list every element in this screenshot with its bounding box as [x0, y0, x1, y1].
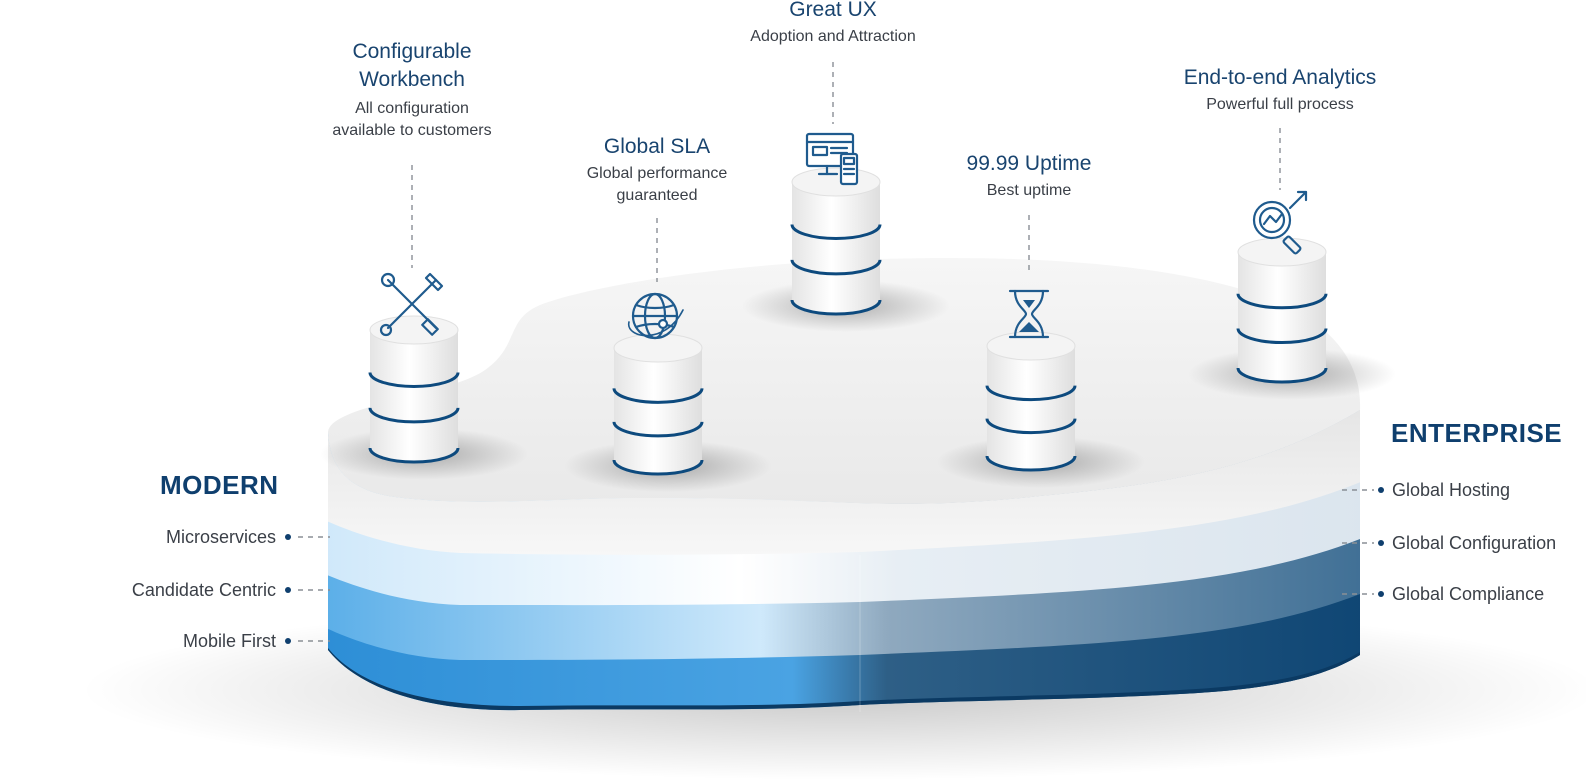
- database-cylinder: [742, 167, 950, 332]
- feature-subtitle: Powerful full process: [1206, 96, 1354, 113]
- feature-subtitle: Global performance guaranteed: [586, 165, 728, 204]
- database-cylinder: [937, 331, 1145, 488]
- feature-uptime: 99.99 Uptime Best uptime: [929, 150, 1129, 202]
- feature-analytics: End-to-end Analytics Powerful full proce…: [1160, 64, 1400, 116]
- feature-subtitle: Best uptime: [986, 182, 1072, 199]
- database-cylinder: [320, 315, 528, 480]
- database-cylinder: [1188, 237, 1396, 400]
- feature-title: End-to-end Analytics: [1183, 66, 1377, 89]
- connector-lines: [298, 62, 1374, 642]
- modern-item: Candidate Centric: [131, 580, 276, 600]
- feature-great-ux: Great UX Adoption and Attraction: [713, 0, 953, 48]
- enterprise-item: Global Configuration: [1392, 533, 1557, 553]
- modern-item: Mobile First: [182, 631, 276, 651]
- feature-title: Global SLA: [603, 135, 711, 158]
- cylinder-group: [320, 167, 1396, 492]
- devices-icon: [805, 132, 859, 186]
- feature-subtitle: Adoption and Attraction: [750, 28, 916, 45]
- globe-icon: [628, 292, 684, 340]
- tools-icon: [379, 272, 444, 337]
- enterprise-item: Global Hosting: [1392, 480, 1511, 500]
- feature-configurable-workbench: Configurable Workbench All configuration…: [312, 38, 512, 142]
- feature-title: Great UX: [789, 0, 877, 21]
- modern-item: Microservices: [165, 527, 276, 547]
- modern-title: MODERN: [160, 470, 279, 500]
- connector-dots: [285, 487, 1384, 644]
- feature-global-sla: Global SLA Global performance guaranteed: [557, 133, 757, 207]
- feature-title: 99.99 Uptime: [966, 152, 1092, 175]
- feature-subtitle: All configuration available to customers: [332, 100, 492, 139]
- feature-title: Configurable Workbench: [352, 40, 472, 91]
- enterprise-item: Global Compliance: [1392, 584, 1545, 604]
- database-cylinder: [564, 333, 772, 492]
- analytics-icon: [1252, 190, 1308, 255]
- hourglass-icon: [1008, 289, 1050, 339]
- enterprise-title: ENTERPRISE: [1391, 418, 1563, 448]
